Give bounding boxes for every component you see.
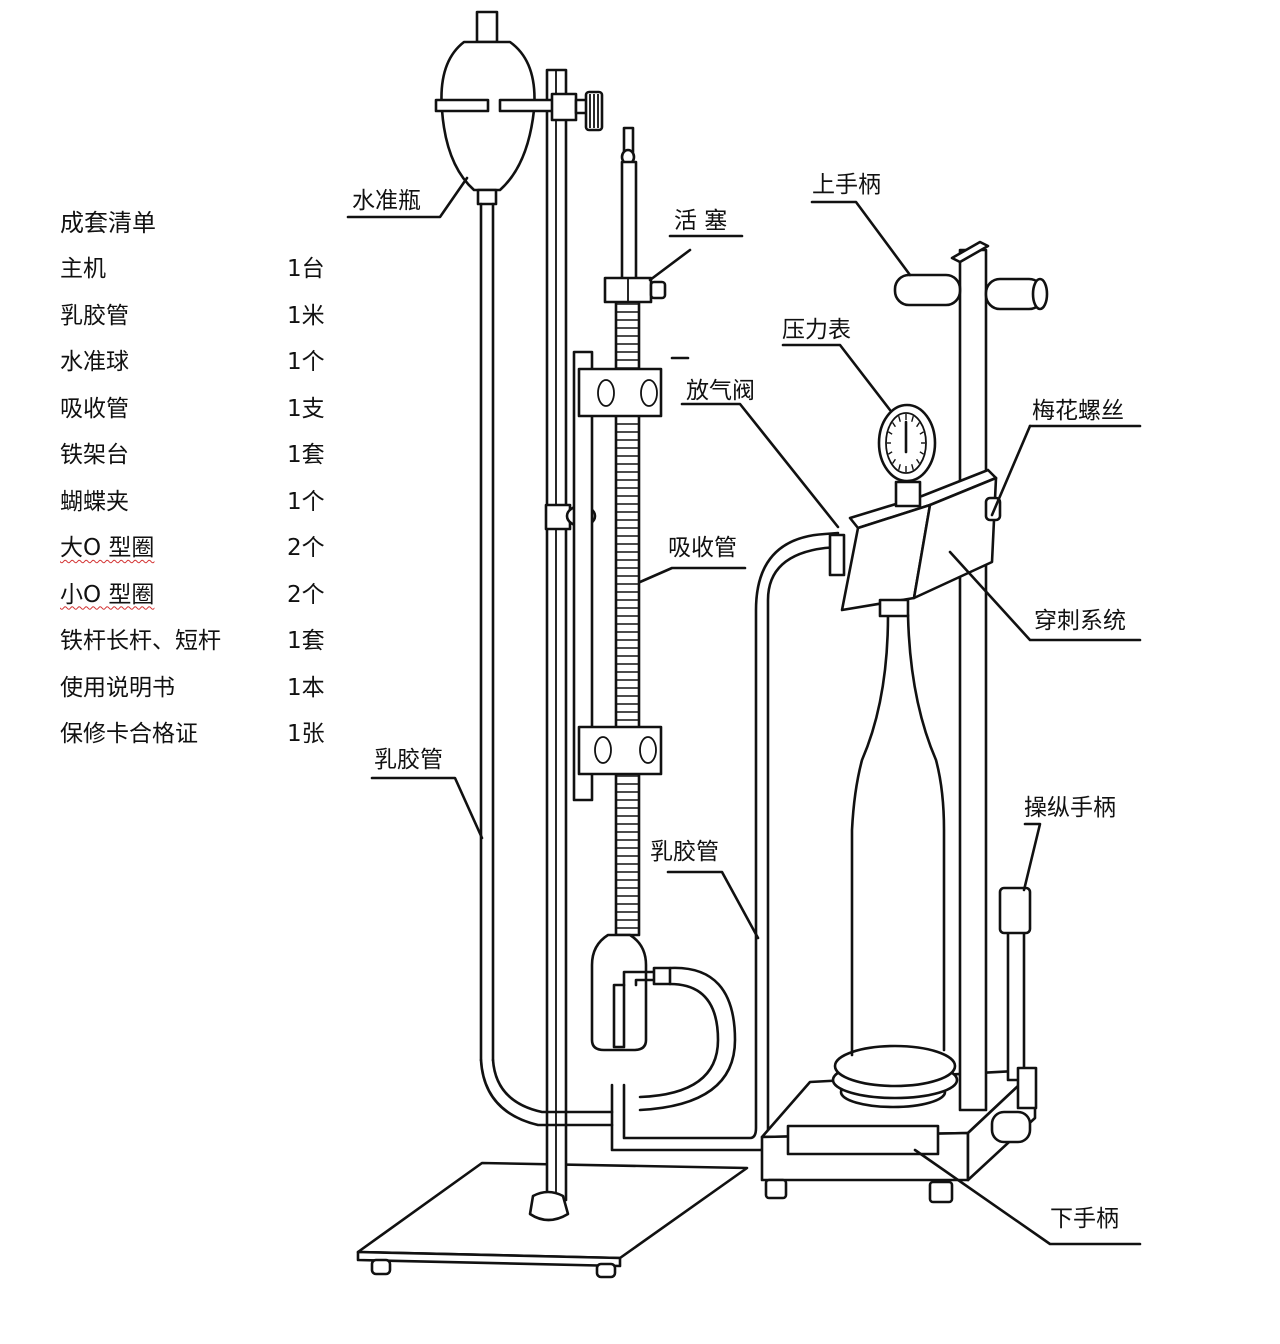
gauge-tick: [898, 464, 901, 470]
absorption-tube: [590, 126, 672, 1052]
gauge-tick: [891, 422, 896, 428]
item-name: 乳胶管: [60, 302, 129, 329]
gauge-tick: [916, 458, 921, 464]
item-qty: 1本: [287, 674, 325, 701]
item-qty: 2个: [287, 535, 325, 561]
gauge-tick: [898, 416, 901, 422]
parts-list-title: 成套清单: [60, 209, 156, 237]
label-absorption-tube: 吸收管: [668, 535, 737, 561]
list-item: 铁架台 1套: [60, 432, 360, 479]
list-item: 保修卡合格证 1张: [60, 711, 360, 758]
item-qty: 1套: [287, 442, 325, 468]
list-item: 吸收管 1支: [60, 386, 360, 433]
gauge-tick: [919, 431, 924, 435]
label-upper-handle: 上手柄: [812, 172, 881, 198]
label-vent-valve: 放气阀: [686, 378, 755, 404]
iron-stand: [356, 68, 749, 1279]
item-qty: 2个: [287, 581, 325, 608]
gauge-tick: [891, 458, 896, 464]
label-pressure-gauge: 压力表: [782, 317, 851, 343]
gauge-tick: [919, 451, 924, 455]
list-item: 小O 型圈 2个: [60, 572, 360, 619]
item-qty: 1支: [287, 395, 325, 422]
label-leveling-bottle: 水准瓶: [352, 188, 421, 214]
gauge-tick: [888, 431, 893, 435]
item-name: 大O 型圈: [60, 535, 155, 561]
label-plum-screw: 梅花螺丝: [1032, 398, 1124, 424]
item-qty: 1台: [287, 256, 325, 282]
label-lower-handle: 下手柄: [1050, 1206, 1119, 1232]
item-qty: 1个: [287, 488, 325, 515]
item-name: 保修卡合格证: [60, 721, 198, 747]
label-latex-tube-left: 乳胶管: [374, 747, 443, 773]
tube-clamps: [577, 367, 663, 776]
item-qty: 1套: [287, 628, 325, 654]
list-item: 大O 型圈 2个: [60, 525, 360, 572]
list-item: 铁杆长杆、短杆 1套: [60, 618, 360, 665]
leader-lines: [346, 176, 1142, 1246]
item-name: 使用说明书: [60, 674, 175, 701]
list-item: 乳胶管 1米: [60, 293, 360, 340]
item-name: 蝴蝶夹: [60, 488, 129, 515]
gauge-tick: [888, 451, 893, 455]
bottle-clamp: [434, 90, 604, 132]
parts-list: 成套清单 主机 1台 乳胶管 1米 水准球 1个 吸收管 1支 铁架台 1套 蝴…: [60, 200, 360, 758]
item-name: 水准球: [60, 349, 129, 375]
butterfly-clamp: [544, 350, 597, 802]
gauge-tick: [911, 464, 914, 470]
list-item: 使用说明书 1本: [60, 665, 360, 712]
item-name: 铁架台: [60, 442, 129, 468]
item-qty: 1张: [287, 721, 325, 747]
item-name: 铁杆长杆、短杆: [60, 628, 221, 654]
label-piercing-system: 穿刺系统: [1034, 608, 1126, 634]
list-item: 水准球 1个: [60, 339, 360, 386]
label-operating-handle: 操纵手柄: [1024, 795, 1116, 821]
item-name: 小O 型圈: [60, 581, 155, 608]
main-unit: [760, 240, 1049, 1204]
item-name: 主机: [60, 256, 106, 282]
label-stopcock: 活 塞: [674, 208, 727, 234]
label-latex-tube-mid: 乳胶管: [650, 839, 719, 865]
list-item: 蝴蝶夹 1个: [60, 479, 360, 526]
leveling-bottle: [440, 10, 536, 1062]
list-item: 主机 1台: [60, 246, 360, 293]
item-qty: 1个: [287, 349, 325, 375]
gauge-tick: [916, 422, 921, 428]
stopcock: [603, 276, 667, 304]
item-name: 吸收管: [60, 395, 129, 422]
gauge-tick: [911, 416, 914, 422]
item-qty: 1米: [287, 302, 325, 329]
